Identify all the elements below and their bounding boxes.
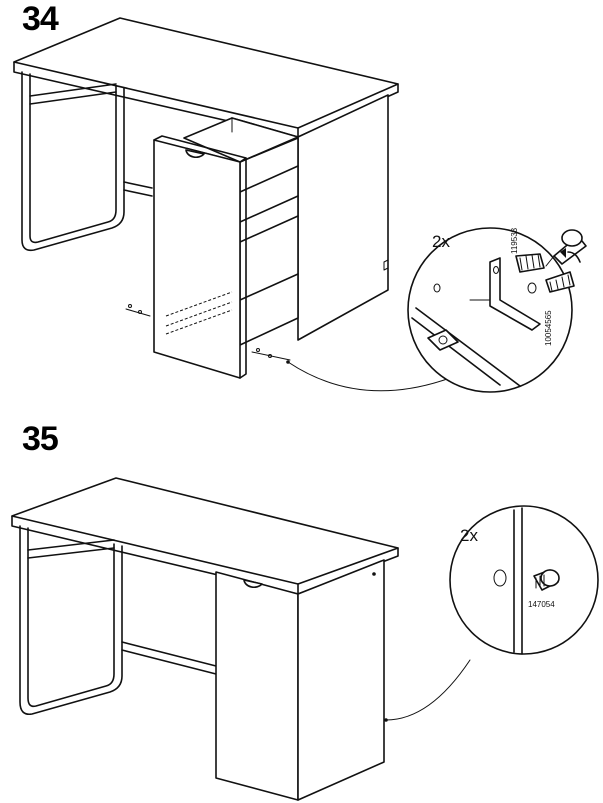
drawer-front-34	[153, 135, 247, 379]
detail-callout-35	[449, 505, 599, 655]
desk-top-35	[11, 477, 399, 595]
callout-leader-35	[385, 659, 471, 721]
cabinet-35	[215, 559, 388, 801]
detail-callout-34	[407, 227, 587, 393]
callout-leader-34	[287, 361, 451, 392]
left-frame-34	[21, 71, 153, 252]
step-number-35: 35	[22, 420, 59, 458]
step-number-34: 34	[22, 0, 59, 38]
left-frame-35	[19, 525, 217, 716]
quantity-label-34: 2x	[432, 232, 450, 251]
part-number-147054: 147054	[528, 600, 555, 609]
quantity-label-35: 2x	[460, 526, 478, 545]
drawer-box-34	[183, 117, 299, 346]
